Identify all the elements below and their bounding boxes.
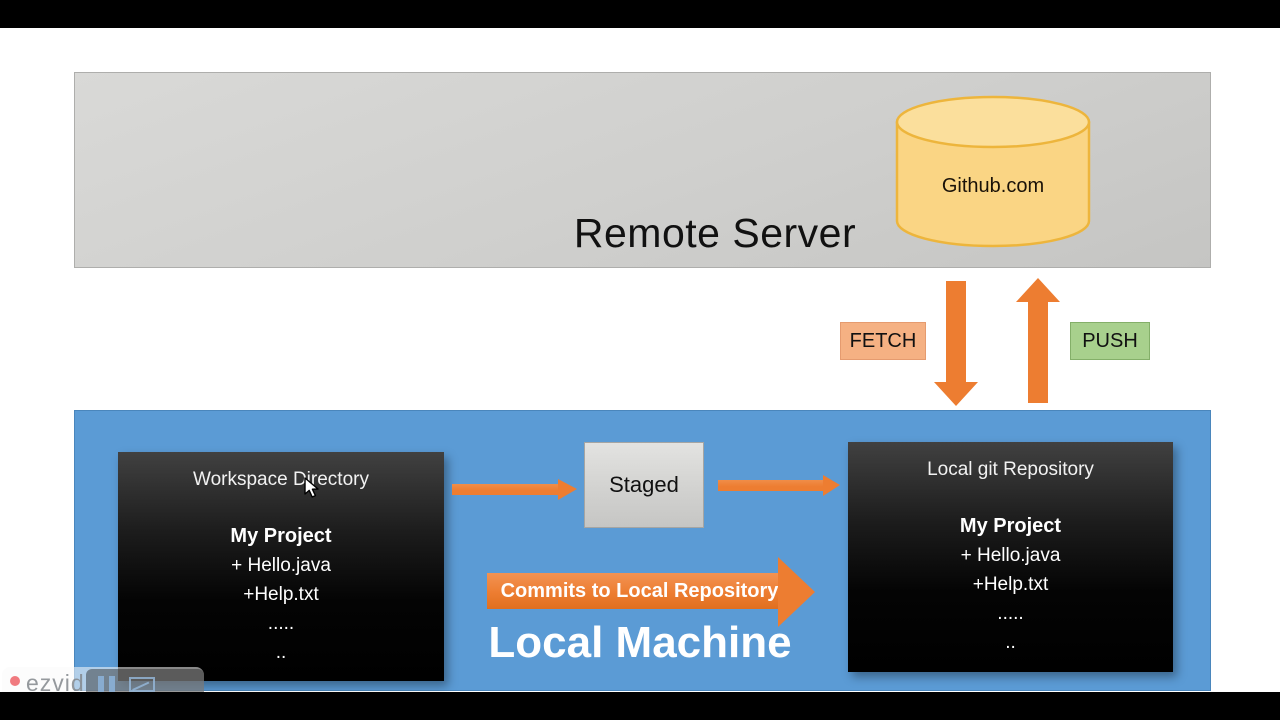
staged-to-repository-arrow: [718, 480, 824, 491]
database-cylinder-icon: [895, 95, 1091, 248]
fetch-arrow-down-head: [934, 382, 978, 406]
repository-file-entry: +Help.txt: [972, 574, 1049, 595]
push-arrow-up-head: [1016, 278, 1060, 302]
repository-project-name: My Project: [959, 515, 1062, 537]
push-tag: PUSH: [1070, 322, 1150, 360]
workspace-file-entry: + Hello.java: [231, 555, 331, 576]
workspace-to-staged-arrow-head: [558, 479, 577, 500]
workspace-to-staged-arrow: [452, 484, 559, 495]
commit-arrow-head: [778, 557, 815, 627]
repository-file-entry: .....: [997, 603, 1024, 624]
workspace-file-entry: +Help.txt: [243, 584, 319, 605]
commit-arrow: Commits to Local Repository: [487, 573, 778, 609]
record-dot-icon: [10, 676, 20, 686]
watermark-brand: ezvid: [26, 670, 85, 696]
mouse-cursor-icon: [304, 477, 319, 498]
top-letterbox-bar: [0, 0, 1280, 28]
remote-server-title: Remote Server: [573, 210, 857, 256]
commit-arrow-label: Commits to Local Repository: [500, 579, 779, 602]
fetch-tag: FETCH: [840, 322, 926, 360]
camera-icon[interactable]: [129, 676, 155, 692]
repository-file-entry: + Hello.java: [960, 545, 1061, 566]
fetch-arrow-down: [946, 281, 966, 383]
github-label: Github.com: [941, 175, 1045, 197]
workspace-file-entry: ..: [275, 642, 287, 663]
local-git-repository-panel: Local git Repository My Project + Hello.…: [848, 442, 1173, 672]
workspace-file-entry: .....: [267, 613, 295, 634]
workspace-directory-panel: Workspace Directory My Project + Hello.j…: [118, 452, 444, 681]
repository-file-entry: ..: [1005, 632, 1016, 653]
pause-icon[interactable]: [98, 676, 115, 692]
push-arrow-up: [1028, 302, 1048, 403]
staged-to-repository-arrow-head: [823, 475, 840, 496]
workspace-directory-title: Workspace Directory: [193, 469, 369, 490]
local-git-repository-title: Local git Repository: [927, 459, 1094, 480]
staged-panel: Staged: [584, 442, 704, 528]
workspace-project-name: My Project: [230, 525, 332, 547]
bottom-letterbox-bar: [0, 692, 1280, 720]
local-machine-label: Local Machine: [488, 618, 792, 667]
